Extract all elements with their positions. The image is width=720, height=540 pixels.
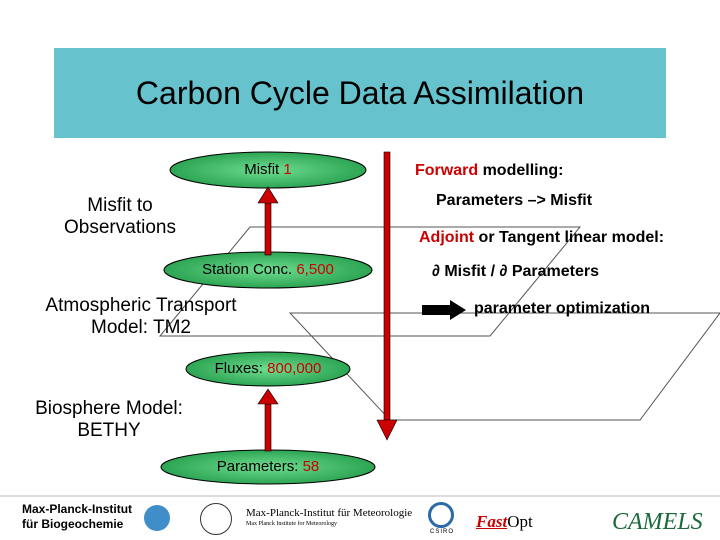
fastopt-fast: Fast: [476, 512, 508, 531]
title-banner: [54, 48, 666, 138]
station-value: 6,500: [296, 261, 334, 278]
forward-modelling-text: Forward modelling:: [415, 162, 563, 180]
misfit-obs-line1: Misfit to: [87, 195, 153, 216]
misfit-obs-line2: Observations: [64, 217, 176, 238]
station-text: Station Conc.: [202, 261, 293, 278]
optimization-text: parameter optimization: [474, 300, 651, 317]
gradient-text: ∂ Misfit / ∂ Parameters: [432, 263, 599, 280]
mpi-bgc-logo: Max-Planck-Institut für Biogeochemie: [22, 502, 182, 532]
camels-logo: CAMELS: [612, 509, 703, 535]
biosphere-model-label: Biosphere Model: BETHY: [4, 398, 214, 442]
biosphere-line2: BETHY: [77, 420, 141, 441]
misfit-label: Misfit 1: [170, 161, 366, 178]
parameters-value: 58: [302, 458, 320, 475]
fluxes-label: Fluxes: 800,000: [186, 360, 350, 377]
misfit-observations-label: Misfit to Observations: [30, 195, 210, 239]
fastopt-logo: FastOpt: [476, 512, 533, 532]
transport-line2: Model: TM2: [91, 317, 191, 338]
arrow-optimization: [422, 300, 466, 320]
arrow-params-to-fluxes: [257, 388, 279, 452]
adjoint-word: Adjoint: [419, 229, 475, 246]
page-title: Carbon Cycle Data Assimilation: [135, 74, 585, 111]
station-label: Station Conc. 6,500: [164, 261, 372, 278]
forward-rest: modelling:: [478, 162, 564, 179]
mpi-met-logo: Max-Planck-Institut für Meteorologie Max…: [246, 507, 426, 529]
misfit-value: 1: [283, 161, 292, 178]
lower-plane: [288, 312, 720, 421]
fluxes-value: 800,000: [267, 360, 322, 377]
biosphere-line1: Biosphere Model:: [35, 398, 183, 419]
transport-line1: Atmospheric Transport: [45, 295, 237, 316]
csiro-emblem: [428, 502, 454, 528]
fastopt-opt: Opt: [507, 512, 533, 531]
upper-plane: [158, 226, 582, 337]
fluxes-text: Fluxes:: [214, 360, 263, 377]
parameters-label: Parameters: 58: [161, 458, 375, 475]
parameters-text: Parameters:: [216, 458, 299, 475]
mpi-bgc-emblem: [144, 505, 170, 531]
forward-word: Forward: [415, 162, 479, 179]
mpi-met-line2: Max Planck Institute for Meteorology: [246, 521, 337, 527]
arrow-adjoint-down: [376, 151, 398, 441]
mpi-met-emblem: [200, 503, 232, 535]
fluxes-ellipse: [185, 351, 351, 387]
adjoint-text: Adjoint or Tangent linear model:: [419, 229, 664, 247]
mpi-met-line1: Max-Planck-Institut für Meteorologie: [246, 507, 413, 519]
misfit-text: Misfit: [244, 161, 280, 178]
mpi-bgc-line2: für Biogeochemie: [22, 517, 124, 531]
adjoint-rest: or Tangent linear model:: [474, 229, 665, 246]
params-to-misfit-text: Parameters –> Misfit: [436, 192, 593, 209]
transport-model-label: Atmospheric Transport Model: TM2: [6, 295, 276, 339]
csiro-text: CSIRO: [429, 529, 454, 535]
arrow-station-to-misfit: [257, 186, 279, 256]
mpi-bgc-line1: Max-Planck-Institut: [22, 502, 133, 516]
